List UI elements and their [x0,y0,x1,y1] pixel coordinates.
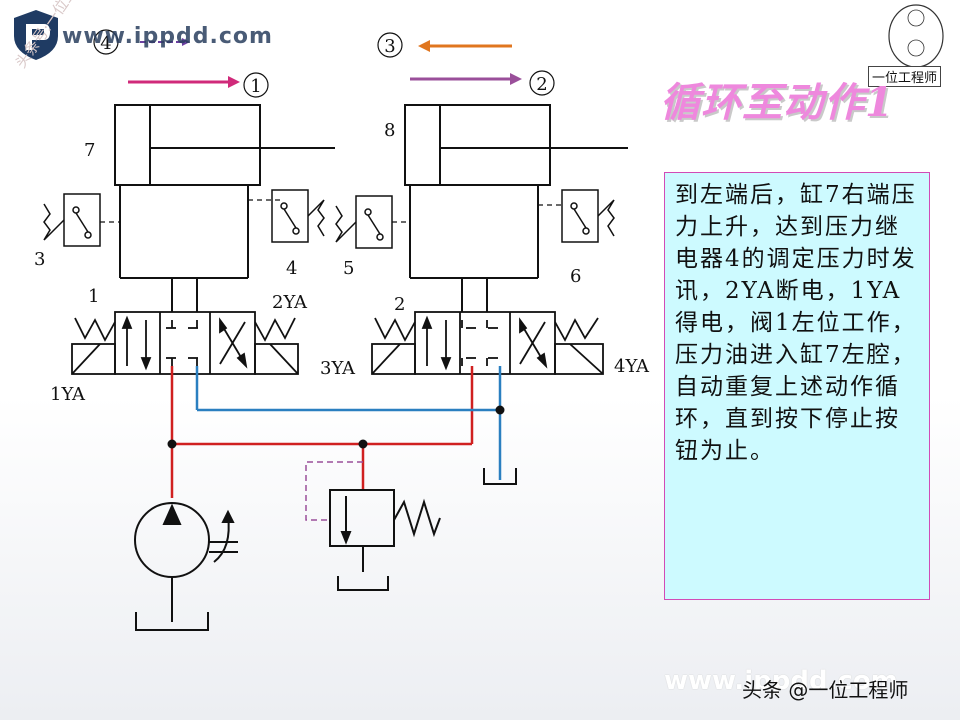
label-valve-2: 2 [394,294,405,315]
watermark-bottom-credit: 头条 @一位工程师 [742,678,909,702]
label-1ya: 1YA [50,384,86,405]
marker-3: 3 [377,32,403,58]
svg-text:2: 2 [536,74,547,95]
motion-arrow-4 [140,38,190,46]
label-2ya: 2YA [272,292,308,313]
stamp-emblem [888,4,944,68]
watermark-site: www.ippdd.com [62,24,273,49]
cylinder-8 [404,104,628,312]
cylinder-7 [114,104,335,312]
hydraulic-pump [134,502,238,631]
svg-text:3: 3 [384,36,395,57]
label-valve-1: 1 [88,286,99,307]
junction-dot [167,439,177,449]
pressure-line [170,366,474,498]
marker-4: 4 [93,29,119,55]
pressure-relay-4 [271,189,325,243]
label-relay-3: 3 [34,249,45,270]
motion-arrow-3 [418,40,512,52]
junction-dot [358,439,368,449]
label-relay-4: 4 [286,258,297,279]
pressure-relay-5 [335,195,393,249]
stamp-label: 一位工程师 [868,66,942,87]
directional-valve-2 [371,311,604,375]
description-box: 到左端后，缸7右端压力上升，达到压力继电器4的调定压力时发讯，2YA断电，1YA… [664,172,930,600]
marker-1: 1 [243,72,269,98]
watermark-bottom-overlay: www.ippdd.com [664,666,898,696]
label-cylinder-8: 8 [384,120,395,141]
return-line [195,366,502,480]
label-relay-6: 6 [570,266,581,287]
relief-valve [329,489,441,591]
tank-symbol [483,468,517,485]
junction-dot [495,405,505,415]
label-cylinder-7: 7 [84,140,95,161]
motion-arrow-2 [410,73,522,85]
label-4ya: 4YA [614,356,650,377]
label-relay-5: 5 [343,258,354,279]
label-3ya: 3YA [320,358,356,379]
motion-arrow-1 [128,76,240,88]
pressure-relay-3 [43,193,101,247]
slide-title: 循环至动作1 [660,79,894,126]
pressure-relay-6 [561,189,615,243]
svg-text:1: 1 [250,76,261,97]
svg-text:4: 4 [100,33,111,54]
directional-valve-1 [71,311,299,375]
marker-2: 2 [529,70,555,96]
site-logo-icon [14,10,58,60]
description-text: 到左端后，缸7右端压力上升，达到压力继电器4的调定压力时发讯，2YA断电，1YA… [675,182,917,464]
